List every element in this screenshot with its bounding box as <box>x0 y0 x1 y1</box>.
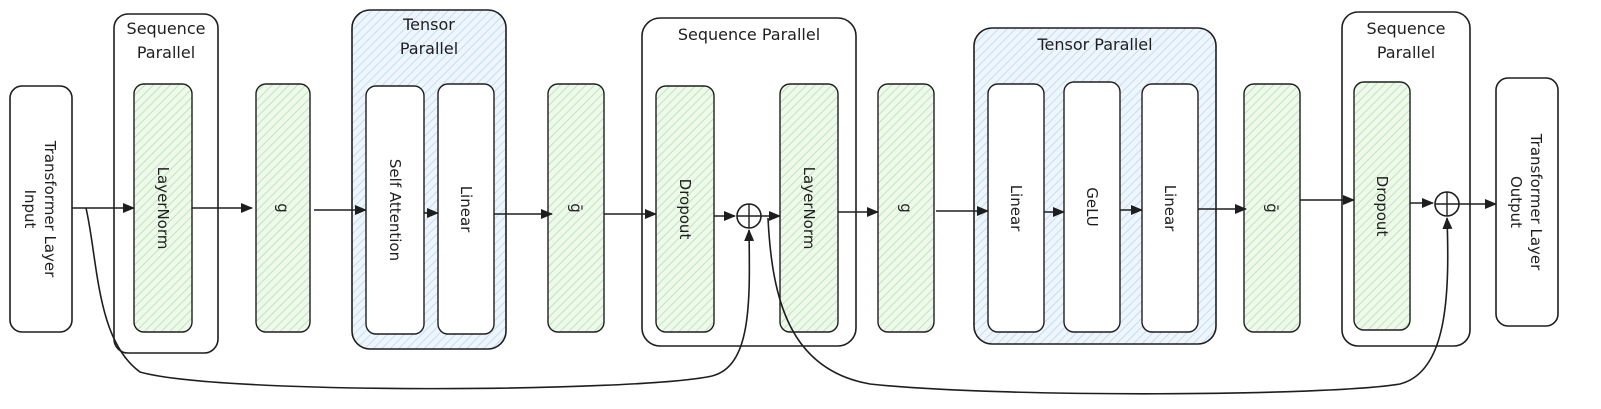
node-layernorm-1: LayerNorm <box>133 83 193 333</box>
node-layernorm-2: LayerNorm <box>779 83 839 333</box>
node-transformer-output: Transformer Layer Output <box>1495 77 1559 327</box>
node-transformer-input-line2: Input <box>21 190 39 229</box>
node-transformer-output-line1: Transformer Layer <box>1527 133 1545 271</box>
node-gbar-1: ḡ <box>547 83 605 333</box>
node-gbar-1-label: ḡ <box>567 203 585 213</box>
edge-residual-1 <box>85 207 755 390</box>
node-linear-1-label: Linear <box>457 186 475 233</box>
residual-add-1 <box>736 203 762 229</box>
node-gbar-2-label: ḡ <box>1263 203 1281 213</box>
node-gelu: GeLU <box>1063 81 1121 333</box>
node-transformer-input: Transformer Layer Input <box>9 85 73 333</box>
edges <box>72 195 1497 395</box>
group-sequence-parallel-1-line1: Sequence <box>127 19 206 38</box>
node-dropout-2-label: Dropout <box>1373 176 1391 237</box>
group-sequence-parallel-3-line1: Sequence <box>1367 19 1446 38</box>
edge-residual-2 <box>767 217 1453 395</box>
node-linear-2: Linear <box>987 83 1045 333</box>
residual-add-2 <box>1434 191 1460 217</box>
node-g-2: g <box>877 83 935 333</box>
group-sequence-parallel-2-label: Sequence Parallel <box>678 25 820 44</box>
node-gelu-label: GeLU <box>1083 187 1101 226</box>
node-g-1: g <box>255 83 311 333</box>
node-linear-3-label: Linear <box>1161 185 1179 232</box>
node-g-1-label: g <box>274 203 292 213</box>
node-linear-1: Linear <box>437 83 495 335</box>
node-transformer-input-line1: Transformer Layer <box>41 140 59 278</box>
node-layernorm-2-label: LayerNorm <box>800 167 818 250</box>
node-self-attention-label: Self Attention <box>386 159 404 261</box>
group-tensor-parallel-1-line1: Tensor <box>402 15 455 34</box>
node-self-attention: Self Attention <box>365 85 425 335</box>
node-g-2-label: g <box>897 203 915 213</box>
node-linear-2-label: Linear <box>1007 185 1025 232</box>
node-dropout-1-label: Dropout <box>676 179 694 240</box>
node-transformer-output-line2: Output <box>1507 176 1525 228</box>
group-sequence-parallel-3-line2: Parallel <box>1377 43 1435 62</box>
node-layernorm-1-label: LayerNorm <box>154 167 172 250</box>
node-gbar-2: ḡ <box>1243 83 1301 333</box>
group-sequence-parallel-1-line2: Parallel <box>137 43 195 62</box>
group-tensor-parallel-1-line2: Parallel <box>400 39 458 58</box>
node-dropout-2: Dropout <box>1353 81 1411 331</box>
node-dropout-1: Dropout <box>655 85 715 333</box>
node-linear-3: Linear <box>1141 83 1199 333</box>
group-tensor-parallel-2-label: Tensor Parallel <box>1036 35 1152 54</box>
